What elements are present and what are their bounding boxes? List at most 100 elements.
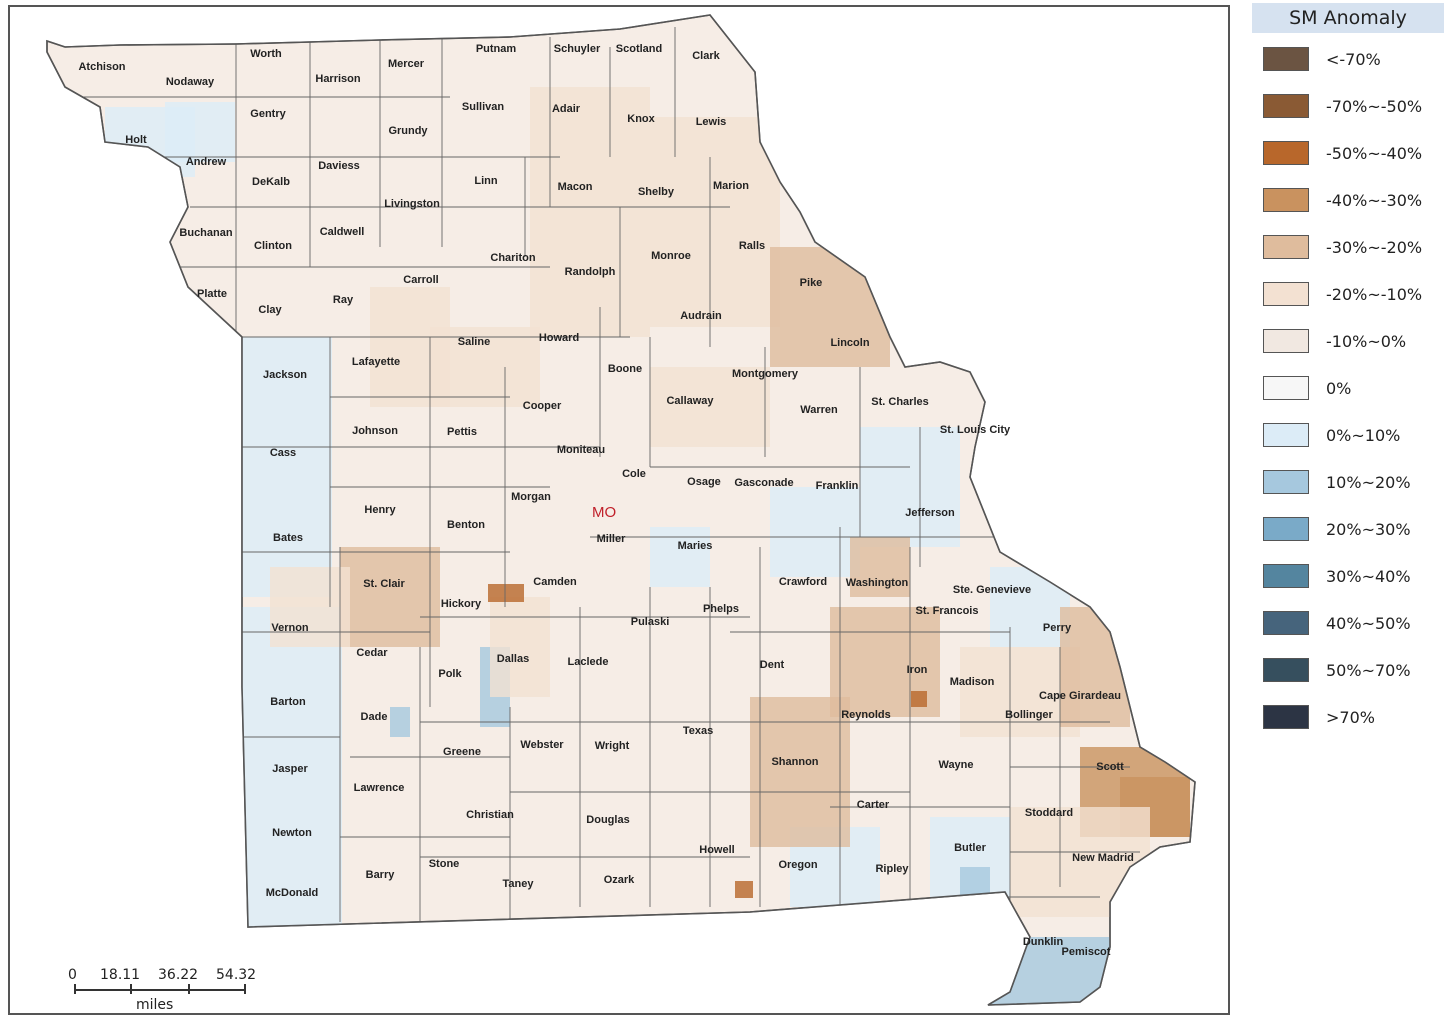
legend-item: 0%~10% (1252, 423, 1444, 451)
legend-label: -20%~-10% (1326, 285, 1423, 304)
county-label: Ozark (604, 874, 635, 886)
legend-item: 20%~30% (1252, 517, 1444, 545)
county-label: Butler (954, 842, 987, 854)
county-label: Scotland (616, 43, 662, 55)
legend-swatch (1263, 658, 1309, 682)
shade-cell (242, 607, 342, 927)
legend-swatch (1263, 564, 1309, 588)
legend-swatch (1263, 470, 1309, 494)
county-label: Warren (800, 404, 838, 416)
county-label: Taney (503, 878, 535, 890)
legend-label: -40%~-30% (1326, 191, 1423, 210)
scale-tick-label: 0 (68, 967, 77, 983)
county-label: Phelps (703, 603, 739, 615)
county-label: Perry (1043, 622, 1072, 634)
county-label: St. Clair (363, 578, 405, 590)
county-label: Wright (595, 740, 630, 752)
legend-swatch (1263, 329, 1309, 353)
legend-label: -10%~0% (1326, 332, 1407, 351)
legend-swatch (1263, 94, 1309, 118)
county-label: Cedar (356, 647, 388, 659)
county-label: Pettis (447, 426, 477, 438)
legend-label: <-70% (1326, 50, 1381, 69)
county-label: Cass (270, 447, 296, 459)
county-label: Benton (447, 519, 485, 531)
county-label: Lewis (696, 116, 727, 128)
legend-swatch (1263, 423, 1309, 447)
county-label: Laclede (568, 656, 609, 668)
anomaly-shading (105, 87, 1190, 1005)
county-label: Monroe (651, 250, 691, 262)
county-label: Marion (713, 180, 749, 192)
county-label: Ripley (875, 863, 909, 875)
county-label: Adair (552, 103, 581, 115)
county-label: Livingston (384, 198, 440, 210)
county-label: Harrison (315, 73, 361, 85)
county-label: Franklin (816, 480, 859, 492)
county-label: Daviess (318, 160, 360, 172)
shade-cell (990, 567, 1070, 647)
county-label: DeKalb (252, 176, 290, 188)
county-label: St. Francois (916, 605, 979, 617)
county-label: St. Louis City (940, 424, 1011, 436)
county-label: Osage (687, 476, 721, 488)
county-label: Audrain (680, 310, 722, 322)
county-label: Pike (800, 277, 823, 289)
county-label: Cooper (523, 400, 562, 412)
legend-item: -20%~-10% (1252, 282, 1444, 310)
legend-item: -10%~0% (1252, 329, 1444, 357)
shade-cell (488, 584, 524, 602)
county-label: Mercer (388, 58, 425, 70)
county-label: Camden (533, 576, 577, 588)
shade-cell (770, 487, 860, 577)
county-label: Henry (364, 504, 396, 516)
county-label: Newton (272, 827, 312, 839)
county-label: Crawford (779, 576, 827, 588)
legend-item: 0% (1252, 376, 1444, 404)
shade-cell (650, 527, 710, 587)
county-label: Oregon (778, 859, 817, 871)
shade-cell (650, 117, 780, 327)
shade-cell (735, 881, 753, 898)
legend-swatch (1263, 517, 1309, 541)
legend-item: -70%~-50% (1252, 94, 1444, 122)
county-label: Holt (125, 134, 147, 146)
county-labels: AtchisonNodawayWorthHarrisonMercerPutnam… (78, 43, 1133, 958)
county-label: Johnson (352, 425, 398, 437)
shade-cell (370, 287, 450, 407)
county-label: Hickory (441, 598, 482, 610)
county-label: Dunklin (1023, 936, 1064, 948)
county-label: Ralls (739, 240, 765, 252)
county-label: Jasper (272, 763, 308, 775)
legend-swatch (1263, 376, 1309, 400)
county-label: Iron (907, 664, 928, 676)
county-label: Cole (622, 468, 646, 480)
county-label: Saline (458, 336, 490, 348)
county-label: Stoddard (1025, 807, 1073, 819)
scale-tick (188, 984, 190, 994)
county-label: Shelby (638, 186, 675, 198)
county-label: Clark (692, 50, 720, 62)
county-label: Cape Girardeau (1039, 690, 1121, 702)
county-label: Polk (438, 668, 462, 680)
scale-tick-label: 18.11 (100, 967, 141, 983)
scale-line (74, 989, 246, 991)
county-label: Webster (520, 739, 564, 751)
county-label: Jackson (263, 369, 307, 381)
county-label: Dade (361, 711, 388, 723)
legend-item: -40%~-30% (1252, 188, 1444, 216)
county-label: Douglas (586, 814, 629, 826)
legend-item: 30%~40% (1252, 564, 1444, 592)
county-label: Lafayette (352, 356, 400, 368)
shade-cell (270, 567, 350, 647)
legend-label: 40%~50% (1326, 614, 1411, 633)
county-label: Miller (597, 533, 626, 545)
county-label: Buchanan (179, 227, 232, 239)
shade-cell (650, 367, 770, 447)
county-label: Lawrence (354, 782, 405, 794)
county-label: Sullivan (462, 101, 504, 113)
county-boundaries (50, 27, 1140, 922)
legend-swatch (1263, 611, 1309, 635)
legend-swatch (1263, 282, 1309, 306)
